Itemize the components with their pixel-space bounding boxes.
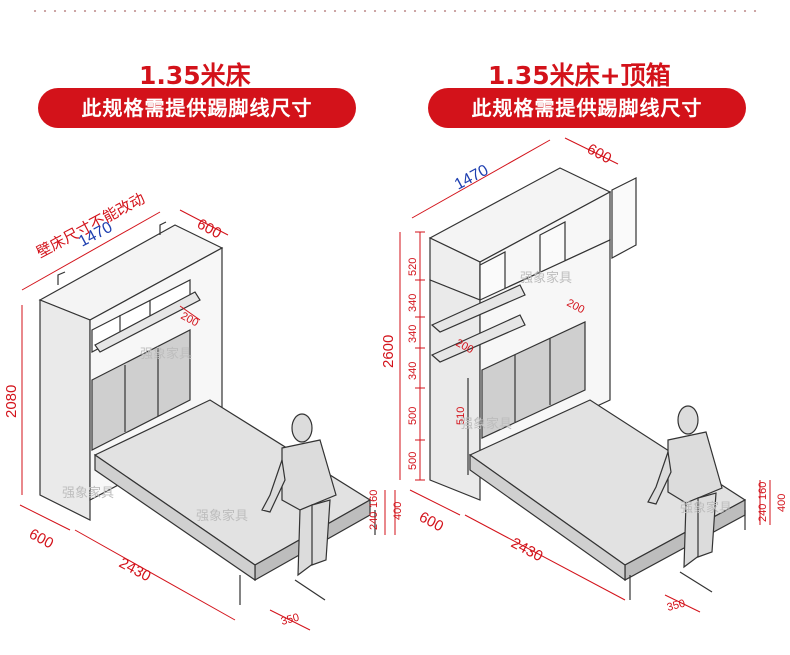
right-foot-160-label: 160 (757, 482, 769, 500)
right-dimension-lines (399, 137, 771, 613)
right-seg-520-label: 520 (407, 258, 419, 276)
right-title: 1.35米床+顶箱 (488, 61, 671, 90)
left-foot-400-label: 400 (392, 502, 404, 520)
right-seg-340c-label: 340 (407, 362, 419, 380)
left-depth-bottom-label: 600 (26, 526, 56, 553)
watermark: 强象家具 (680, 500, 732, 516)
left-leg-label: 350 (280, 612, 301, 628)
watermark: 强象家具 (62, 485, 114, 501)
right-seg-340b-label: 340 (407, 325, 419, 343)
right-seg-500a-label: 500 (407, 407, 419, 425)
left-title: 1.35米床 (139, 61, 251, 90)
left-subtitle-badge: 此规格需提供踢脚线尺寸 (38, 88, 356, 128)
left-bed-length-label: 2430 (116, 555, 153, 586)
left-height-label: 2080 (3, 385, 20, 418)
right-inner-510-label: 510 (455, 407, 467, 425)
right-bed-length-label: 2430 (508, 535, 545, 566)
right-dimension-labels: 1470 600 2600 520 340 340 340 500 500 51… (380, 141, 788, 614)
right-subtitle-badge: 此规格需提供踢脚线尺寸 (428, 88, 746, 128)
right-depth-bottom-label: 600 (416, 509, 446, 536)
right-leg-label: 350 (666, 598, 687, 614)
right-foot-400-label: 400 (776, 494, 788, 512)
right-wardrobe-bed-top-box (428, 167, 747, 600)
watermark: 强象家具 (520, 270, 572, 286)
watermark: 强象家具 (140, 346, 192, 362)
watermark: 强象家具 (460, 416, 512, 432)
left-foot-160-label: 160 (368, 490, 380, 508)
right-height-label: 2600 (380, 335, 397, 368)
right-seg-500b-label: 500 (407, 452, 419, 470)
right-depth-top-label: 600 (584, 141, 614, 168)
watermark: 强象家具 (196, 508, 248, 524)
right-width-label: 1470 (452, 162, 491, 194)
left-dimension-lines (19, 209, 396, 631)
right-seg-340a-label: 340 (407, 294, 419, 312)
left-wardrobe-bed (38, 221, 376, 605)
top-dotted-divider (30, 10, 760, 12)
right-foot-240-label: 240 (757, 504, 769, 522)
left-foot-240-label: 240 (368, 512, 380, 530)
